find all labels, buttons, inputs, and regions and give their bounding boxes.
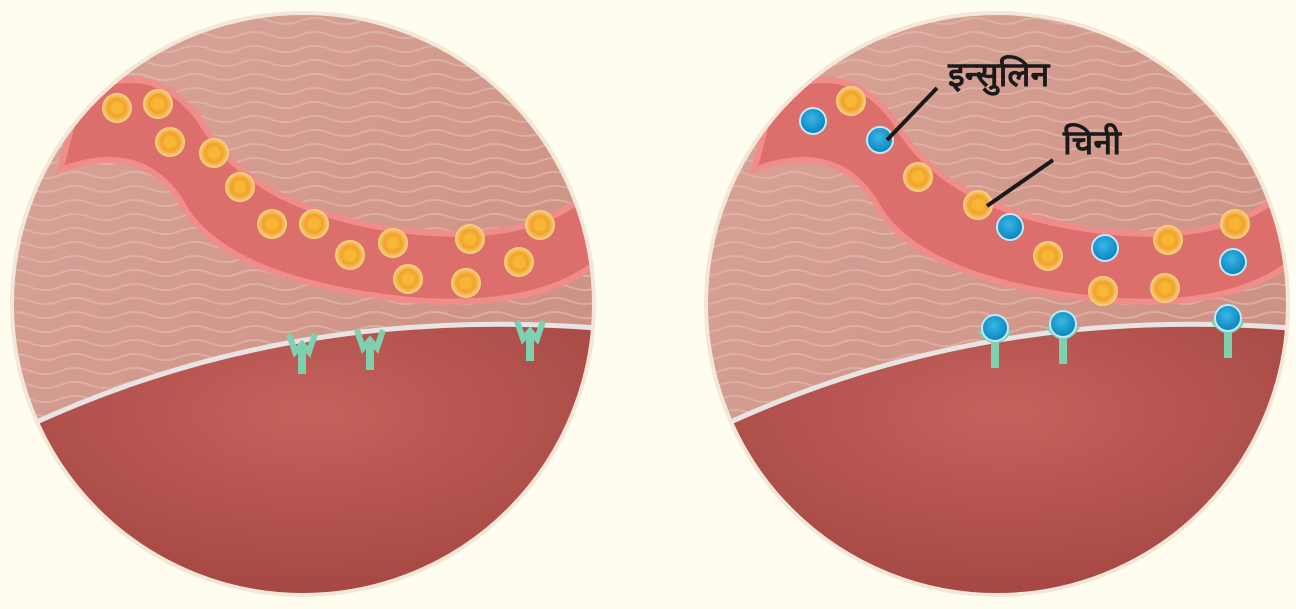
sugar-molecule xyxy=(155,127,185,157)
sugar-label: चिनी xyxy=(1062,122,1122,163)
sugar-molecule xyxy=(1088,276,1118,306)
insulin-molecule xyxy=(1092,235,1118,261)
insulin-molecule xyxy=(800,108,826,134)
sugar-molecule xyxy=(1150,273,1180,303)
sugar-molecule xyxy=(102,93,132,123)
sugar-molecule xyxy=(836,86,866,116)
panel-without-insulin xyxy=(0,0,620,609)
sugar-molecule xyxy=(393,264,423,294)
sugar-molecule xyxy=(451,268,481,298)
sugar-molecule xyxy=(455,224,485,254)
sugar-molecule xyxy=(1033,241,1063,271)
insulin-molecule xyxy=(997,214,1023,240)
sugar-molecule xyxy=(1220,209,1250,239)
sugar-molecule xyxy=(143,89,173,119)
sugar-molecule xyxy=(1153,225,1183,255)
insulin-label: इन्सुलिन xyxy=(947,54,1050,96)
sugar-molecule xyxy=(199,138,229,168)
sugar-molecule xyxy=(225,172,255,202)
sugar-molecule xyxy=(504,247,534,277)
insulin-molecule xyxy=(1220,249,1246,275)
sugar-molecule xyxy=(335,240,365,270)
sugar-molecule xyxy=(903,162,933,192)
sugar-molecule xyxy=(257,209,287,239)
sugar-molecule xyxy=(525,210,555,240)
sugar-molecule xyxy=(378,228,408,258)
sugar-molecule xyxy=(299,209,329,239)
